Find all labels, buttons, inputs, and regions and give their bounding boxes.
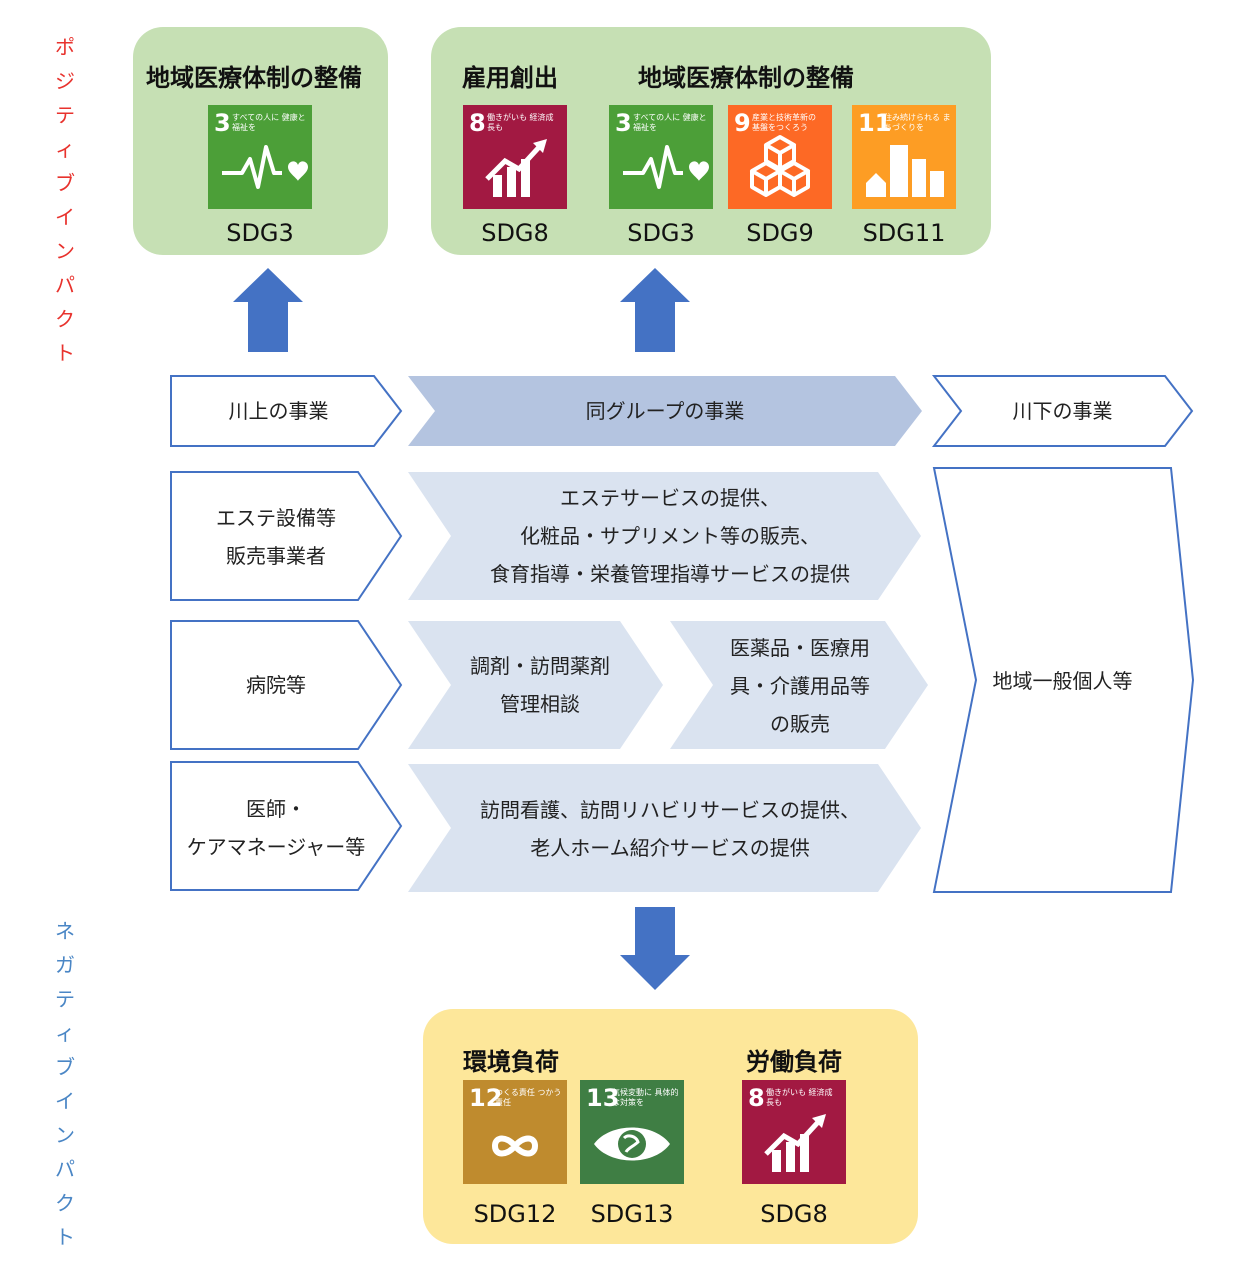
sdg-number: 13	[586, 1084, 620, 1112]
vertical-char: ポ	[55, 35, 75, 59]
positive-impact-label: ポジティブインパクト	[50, 30, 80, 370]
cubes-icon	[750, 135, 810, 197]
heartbeat-icon	[222, 145, 308, 189]
vertical-char: ク	[55, 1191, 75, 1215]
chevron-upstream-header	[170, 375, 403, 447]
chevron-group-row3	[408, 764, 921, 892]
chevron-upstream-row1	[170, 471, 403, 601]
group-header-label: 同グループの事業	[585, 399, 745, 423]
vertical-char: テ	[55, 103, 75, 127]
sdg-label: SDG11	[862, 219, 946, 247]
growth-chart-icon	[485, 139, 547, 197]
up-arrow-left	[233, 268, 303, 352]
upstream-row3-label: 医師・ ケアマネージャー等	[186, 797, 366, 859]
chevron-group-row1	[408, 472, 921, 600]
vertical-char: イ	[55, 1089, 75, 1113]
infinity-icon	[491, 1135, 539, 1157]
sdg-caption: 働きがいも 経済成長も	[487, 113, 554, 132]
vertical-char: イ	[55, 205, 75, 229]
panel-title-environment: 環境負荷	[463, 1048, 559, 1076]
sdg-caption: 気候変動に 具体的な対策を	[612, 1088, 679, 1107]
downstream-body-label: 地域一般個人等	[992, 669, 1133, 693]
heartbeat-icon	[623, 145, 709, 189]
growth-chart-icon	[764, 1114, 826, 1172]
sdg-label: SDG3	[226, 219, 294, 247]
vertical-char: ガ	[55, 953, 75, 977]
vertical-char: ン	[55, 239, 75, 263]
sdg-number: 3	[615, 109, 632, 137]
sdg-caption: すべての人に 健康と福祉を	[633, 113, 707, 132]
group-row2a-label: 調剤・訪問薬剤 管理相談	[470, 654, 610, 716]
chevron-group-row2a	[408, 621, 663, 749]
vertical-char: ブ	[55, 171, 75, 195]
sdg-label: SDG13	[590, 1200, 674, 1228]
sdg-label: SDG12	[473, 1200, 557, 1228]
panel-title-medical-left: 地域医療体制の整備	[146, 64, 362, 92]
sdg-caption: 働きがいも 経済成長も	[766, 1088, 833, 1107]
panel-title-medical-right: 地域医療体制の整備	[638, 64, 854, 92]
chevron-upstream-row3	[170, 761, 403, 891]
city-icon	[866, 145, 944, 197]
sdg-caption: つくる責任 つかう責任	[495, 1088, 562, 1107]
negative-impact-label: ネガティブインパクト	[50, 914, 80, 1254]
sdg-label: SDG8	[760, 1200, 828, 1228]
vertical-char: ネ	[55, 919, 75, 943]
chevron-group-header	[408, 376, 922, 446]
sdg-caption: すべての人に 健康と福祉を	[232, 113, 306, 132]
group-row1-label: エステサービスの提供、 化粧品・サプリメント等の販売、 食育指導・栄養管理指導サ…	[490, 486, 850, 586]
down-arrow	[620, 907, 690, 990]
vertical-char: ィ	[55, 1021, 75, 1045]
vertical-char: パ	[55, 1157, 75, 1181]
vertical-char: パ	[55, 273, 75, 297]
upstream-header-label: 川上の事業	[228, 399, 329, 423]
vertical-char: ブ	[55, 1055, 75, 1079]
vertical-char: ク	[55, 307, 75, 331]
vertical-char: ジ	[55, 69, 75, 93]
chevron-upstream-row2	[170, 620, 403, 750]
chevron-downstream-body	[932, 467, 1195, 893]
vertical-char: ト	[55, 1225, 75, 1249]
group-row3-label: 訪問看護、訪問リハビリサービスの提供、 老人ホーム紹介サービスの提供	[480, 798, 860, 860]
panel-title-employment: 雇用創出	[462, 64, 558, 92]
vertical-char: テ	[55, 987, 75, 1011]
sdg-caption: 産業と技術革新の 基盤をつくろう	[752, 113, 816, 132]
sdg-number: 8	[748, 1084, 765, 1112]
sdg-number: 12	[469, 1084, 503, 1112]
group-row2b-label: 医薬品・医療用 具・介護用品等 の販売	[730, 636, 870, 736]
chevron-downstream-header	[931, 375, 1194, 447]
sdg-label: SDG8	[481, 219, 549, 247]
vertical-char: ト	[55, 341, 75, 365]
panel-title-labor: 労働負荷	[746, 1048, 842, 1076]
eye-globe-icon	[594, 1127, 670, 1161]
sdg-label: SDG3	[627, 219, 695, 247]
sdg-caption: 住み続けられる まちづくりを	[884, 113, 951, 132]
sdg-label: SDG9	[746, 219, 814, 247]
sdg-number: 11	[858, 109, 892, 137]
upstream-row1-label: エステ設備等 販売事業者	[216, 506, 336, 568]
sdg-number: 9	[734, 109, 751, 137]
up-arrow-right	[620, 268, 690, 352]
sdg-number: 8	[469, 109, 486, 137]
vertical-char: ン	[55, 1123, 75, 1147]
vertical-char: ィ	[55, 137, 75, 161]
sdg-number: 3	[214, 109, 231, 137]
upstream-row2-label: 病院等	[246, 673, 306, 697]
downstream-header-label: 川下の事業	[1012, 399, 1113, 423]
chevron-group-row2b	[670, 621, 928, 749]
